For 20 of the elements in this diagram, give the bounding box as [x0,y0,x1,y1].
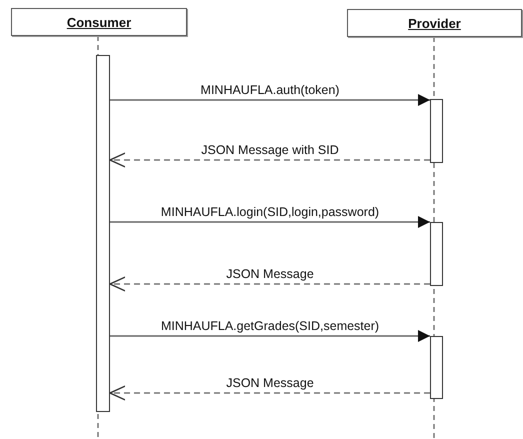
return-arrow [109,276,430,292]
participant-box [11,8,187,36]
participant-name: Consumer [66,14,132,30]
message-label: MINHAUFLA.auth(token) [200,83,340,97]
participant-box [347,9,522,37]
message-label: JSON Message with SID [201,143,339,157]
return-arrow [109,152,430,168]
activation-bar [430,222,443,286]
return-arrow [109,385,430,401]
message-label: JSON Message [226,267,314,281]
message-arrow [110,330,430,342]
activation-bar [430,336,443,399]
participant-name: Provider [408,16,461,30]
message-label: JSON Message [226,376,314,390]
message-arrow [110,94,430,106]
message-label: MINHAUFLA.getGrades(SID,semester) [160,319,380,333]
activation-bar [430,99,443,163]
message-label: MINHAUFLA.login(SID,login,password) [160,205,380,219]
message-arrow [110,216,430,228]
activation-bar [96,55,110,412]
